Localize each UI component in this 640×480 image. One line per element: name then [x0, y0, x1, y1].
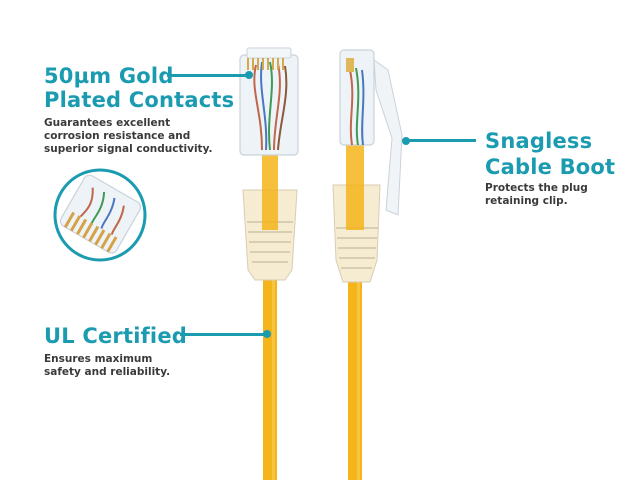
contacts-title-line-2: Plated Contacts: [44, 88, 235, 112]
contacts-title: 50µm Gold Plated Contacts: [44, 64, 234, 112]
contacts-zoom-circle: [53, 168, 147, 262]
boot-pointer-line: [408, 139, 476, 142]
left-cable: [239, 47, 299, 480]
ul-pointer-line: [180, 333, 266, 336]
ul-pointer-dot: [263, 330, 271, 338]
left-cable-boot: [242, 189, 298, 281]
right-cable: [332, 49, 403, 480]
ul-description: Ensures maximum safety and reliability.: [44, 353, 170, 379]
contacts-desc-line-3: superior signal conductivity.: [44, 143, 213, 155]
ul-desc-line-1: Ensures maximum: [44, 353, 153, 365]
left-plug-contacts: [247, 58, 284, 70]
ul-desc-line-2: safety and reliability.: [44, 366, 171, 378]
boot-desc-line-1: Protects the plug: [485, 182, 588, 194]
ul-title: UL Certified: [44, 324, 188, 348]
contacts-title-line-1: 50µm Gold: [44, 64, 174, 88]
boot-desc-line-2: retaining clip.: [485, 195, 568, 207]
boot-title-line-2: Cable Boot: [485, 155, 616, 179]
right-plug-snagless-tab: [373, 58, 403, 216]
contacts-desc-line-2: corrosion resistance and: [44, 130, 191, 142]
boot-title: Snagless Cable Boot: [485, 128, 615, 180]
contacts-pointer-dot: [245, 71, 253, 79]
boot-description: Protects the plug retaining clip.: [485, 182, 588, 208]
contacts-desc-line-1: Guarantees excellent: [44, 117, 171, 129]
contacts-pointer-line: [167, 74, 249, 77]
boot-pointer-dot: [402, 137, 410, 145]
contacts-description: Guarantees excellent corrosion resistanc…: [44, 117, 212, 156]
boot-title-line-1: Snagless: [485, 129, 593, 153]
left-plug-wires: [253, 61, 288, 151]
